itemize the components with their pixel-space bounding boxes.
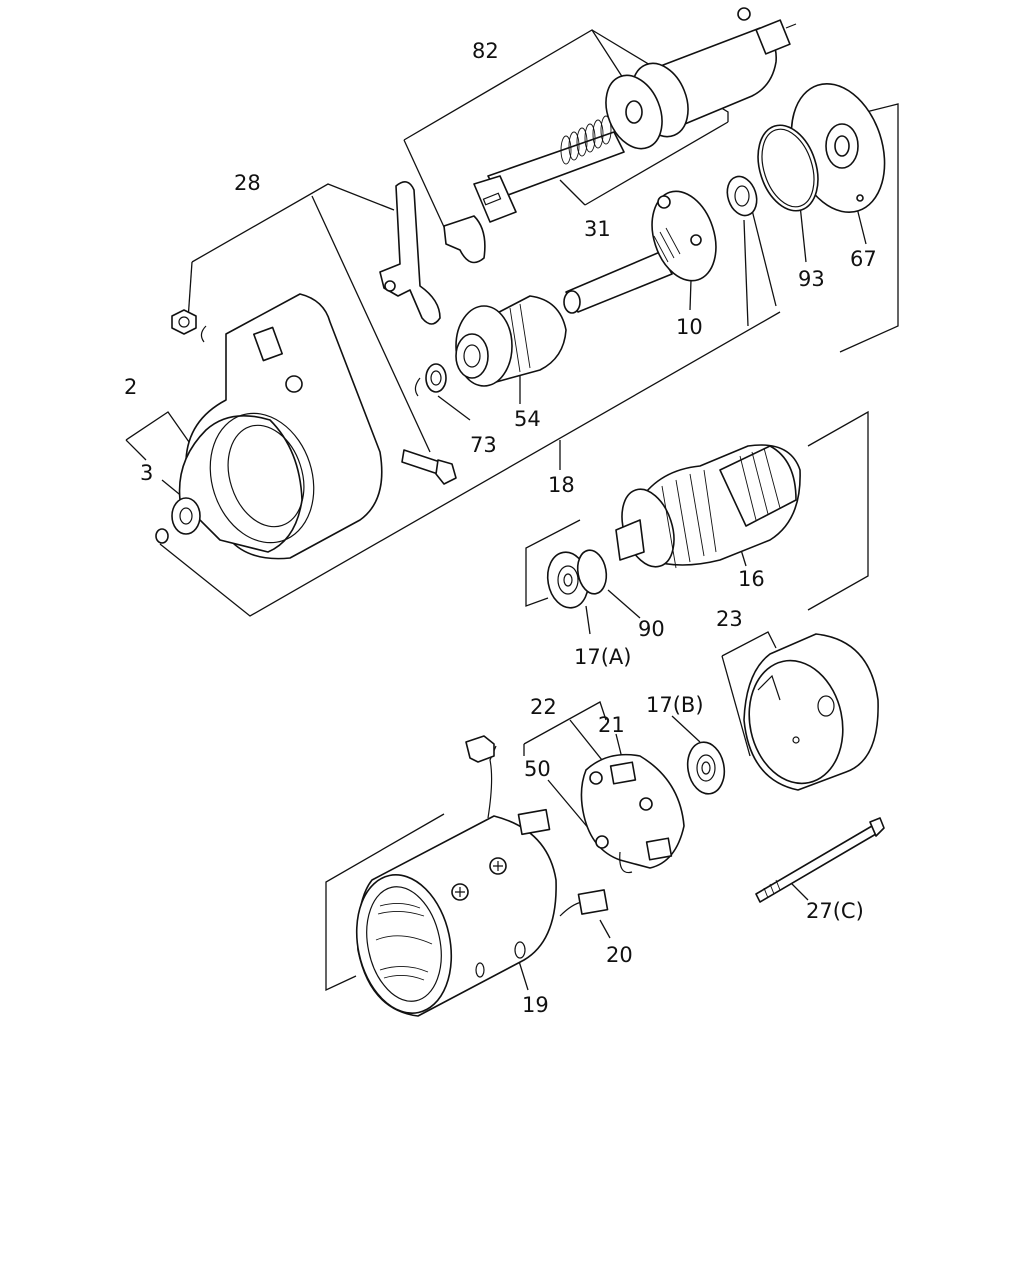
through-bolt bbox=[755, 817, 885, 903]
callout-73: 73 bbox=[470, 433, 497, 457]
bushing bbox=[726, 175, 758, 217]
front-housing bbox=[171, 293, 383, 560]
callout-17a: 17(A) bbox=[574, 645, 631, 669]
callout-31: 31 bbox=[584, 217, 611, 241]
solenoid-switch bbox=[605, 7, 797, 150]
callout-2: 2 bbox=[124, 375, 137, 399]
ball-bearing-b bbox=[686, 741, 726, 795]
callout-82: 82 bbox=[472, 39, 499, 63]
pinion-clutch bbox=[455, 295, 567, 387]
callout-90: 90 bbox=[638, 617, 665, 641]
callout-10: 10 bbox=[676, 315, 703, 339]
callout-18: 18 bbox=[548, 473, 575, 497]
callout-67: 67 bbox=[850, 247, 877, 271]
pivot-bolt bbox=[401, 449, 457, 485]
callout-22: 22 bbox=[530, 695, 557, 719]
callout-21: 21 bbox=[598, 713, 625, 737]
callout-28: 28 bbox=[234, 171, 261, 195]
callout-labels: 82 28 31 93 67 10 2 54 3 73 18 16 90 17(… bbox=[124, 39, 877, 1017]
thrust-washer bbox=[414, 363, 447, 397]
yoke-field-frame bbox=[355, 815, 557, 1017]
callout-20: 20 bbox=[606, 943, 633, 967]
armature bbox=[615, 444, 801, 569]
callout-16: 16 bbox=[738, 567, 765, 591]
callout-93: 93 bbox=[798, 267, 825, 291]
callout-17b: 17(B) bbox=[646, 693, 704, 717]
shift-lever bbox=[379, 181, 486, 325]
callout-27c: 27(C) bbox=[806, 899, 864, 923]
plunger-with-spring bbox=[473, 115, 625, 223]
callout-50: 50 bbox=[524, 757, 551, 781]
leader-lines bbox=[125, 29, 899, 992]
callout-23: 23 bbox=[716, 607, 743, 631]
brush-holder bbox=[580, 753, 685, 874]
o-ring bbox=[757, 124, 819, 212]
small-washer bbox=[155, 528, 169, 544]
field-lead-terminal bbox=[465, 735, 609, 917]
callout-54: 54 bbox=[514, 407, 541, 431]
lock-washer bbox=[200, 325, 207, 343]
gear-shaft-assembly bbox=[563, 190, 717, 314]
callout-19: 19 bbox=[522, 993, 549, 1017]
callout-3: 3 bbox=[140, 461, 153, 485]
hex-nut bbox=[171, 309, 197, 335]
washer-90 bbox=[576, 549, 608, 595]
rear-cover bbox=[743, 633, 879, 791]
